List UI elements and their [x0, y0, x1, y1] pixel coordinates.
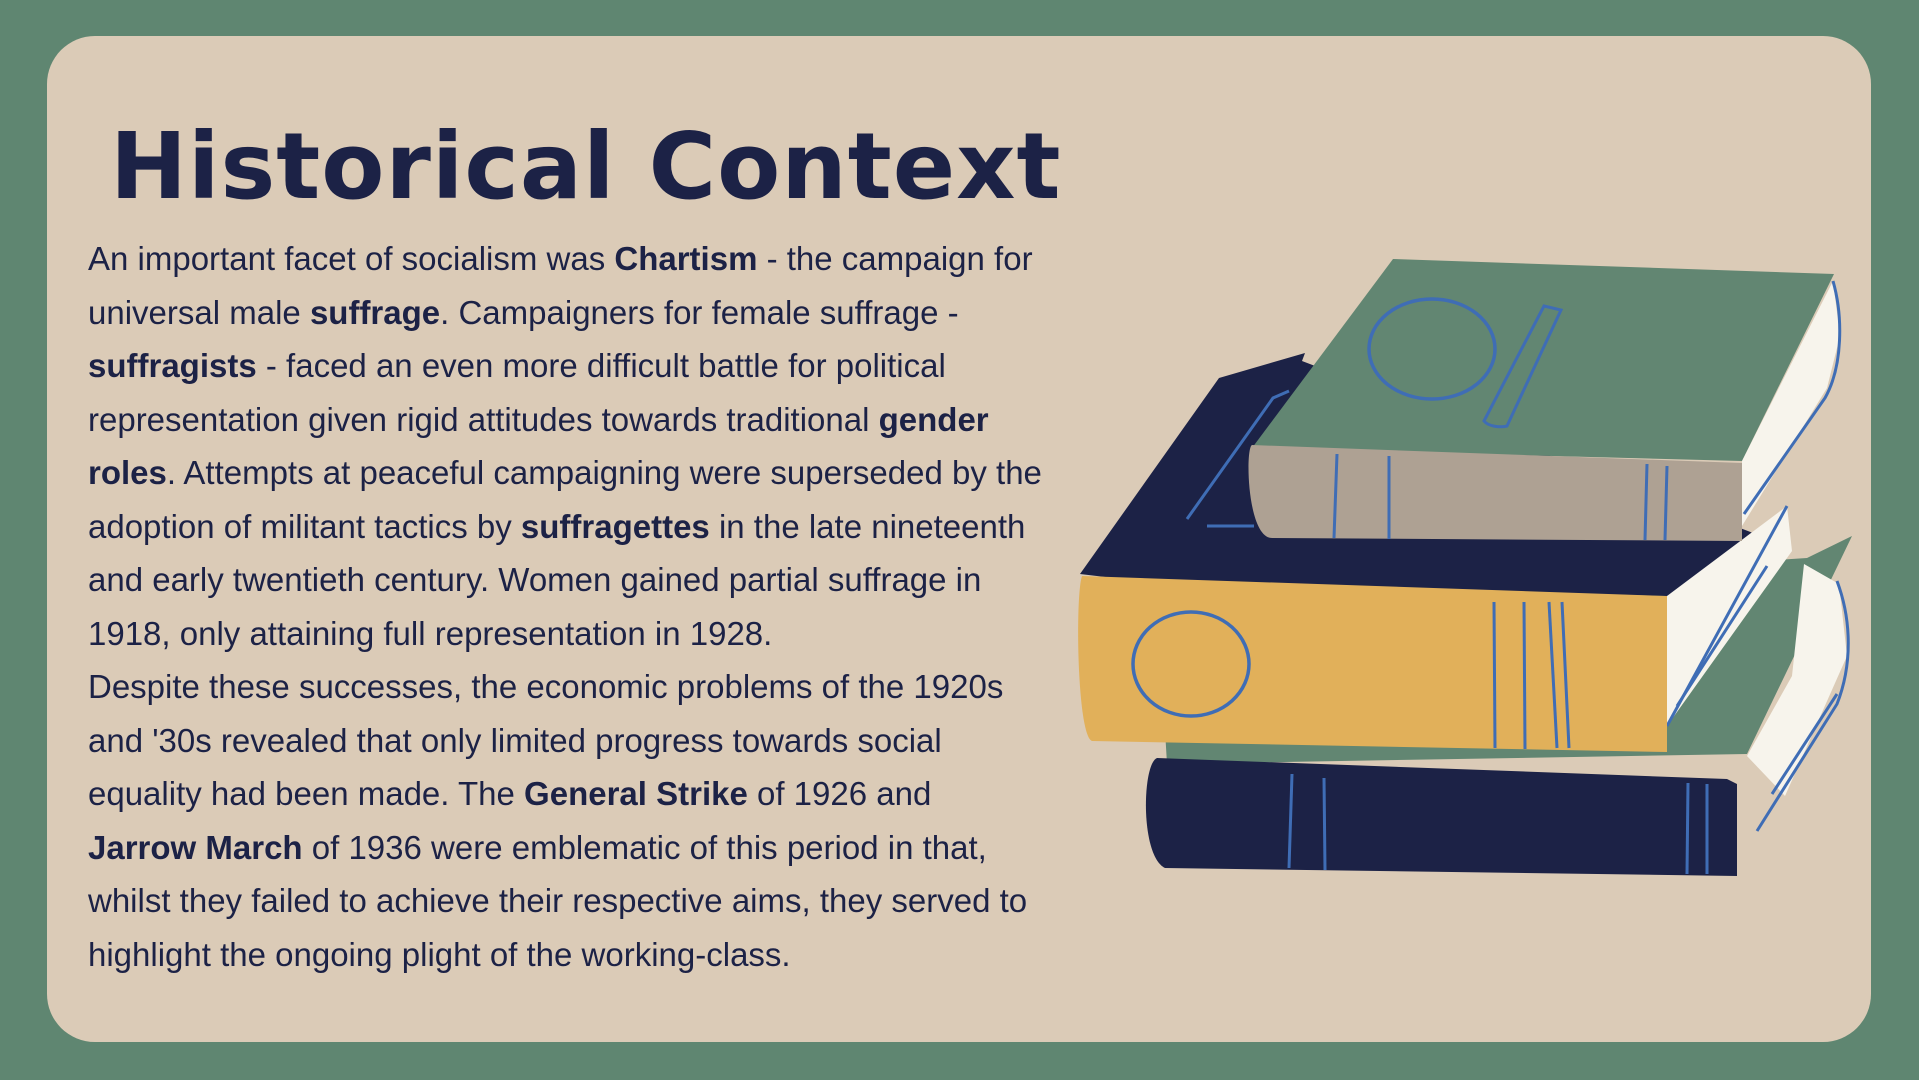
- key-term: suffragists: [88, 347, 257, 384]
- slide-title: Historical Context: [110, 113, 1062, 220]
- top-book: [1248, 259, 1842, 541]
- key-term: gender roles: [88, 400, 989, 492]
- slide-card: Historical Context An important facet of…: [47, 36, 1871, 1042]
- key-term: suffrage: [309, 293, 441, 331]
- text-run: Despite these successes, the economic pr…: [88, 668, 1004, 812]
- key-term: General Strike: [524, 775, 748, 812]
- key-term: Jarrow March: [88, 828, 303, 866]
- key-term: suffragettes: [520, 507, 710, 545]
- text-run: in the late nineteenth and early twentie…: [88, 507, 1026, 652]
- paragraph-general-strike: Despite these successes, the economic pr…: [88, 660, 1048, 981]
- text-run: - the campaign for universal male: [88, 240, 1033, 331]
- text-run: . Campaigners for female suffrage -: [440, 293, 959, 331]
- text-run: of 1936 were emblematic of this period i…: [88, 828, 1028, 973]
- key-term: Chartism: [614, 240, 758, 277]
- body-text: An important facet of socialism was Char…: [88, 232, 1048, 981]
- stack-of-books-icon: [1078, 259, 1852, 876]
- text-run: An important facet of socialism was: [88, 240, 615, 277]
- paragraph-chartism-suffrage: An important facet of socialism was Char…: [88, 232, 1048, 660]
- text-run: - faced an even more difficult battle fo…: [88, 347, 946, 438]
- text-run: . Attempts at peaceful campaigning were …: [88, 454, 1042, 545]
- text-run: of 1926 and: [747, 775, 932, 812]
